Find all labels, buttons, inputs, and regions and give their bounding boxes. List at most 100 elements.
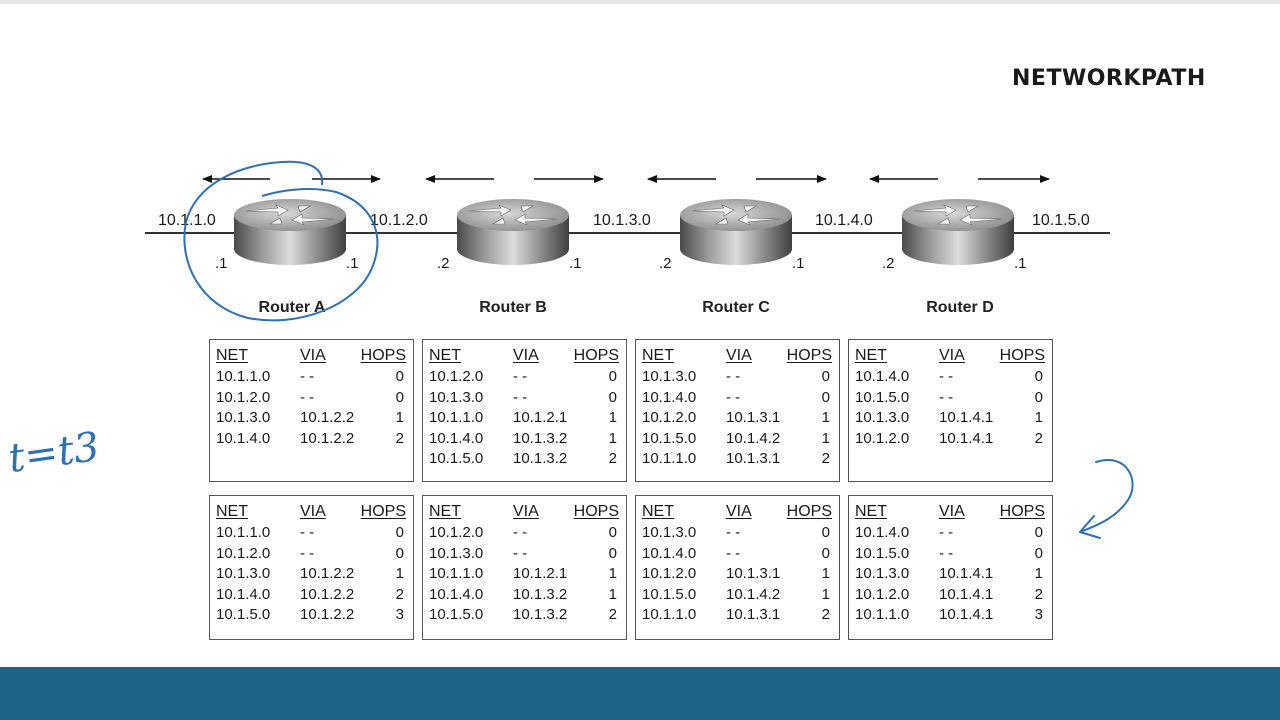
cell-hops: 0 [608,544,617,562]
table-row: 10.1.1.0- -0 [210,367,413,387]
cell-hops: 1 [1034,409,1043,426]
cell-net: 10.1.1.0 [642,450,697,467]
header-net: NET [855,503,887,520]
cell-hops: 1 [821,565,830,582]
table-row: 10.1.3.0- -0 [423,544,626,564]
cell-net: 10.1.2.0 [642,565,697,582]
cell-via: - - [513,388,528,406]
cell-via: 10.1.4.1 [939,565,994,582]
cell-net: 10.1.3.0 [855,409,910,426]
cell-net: 10.1.2.0 [429,524,484,541]
port-label: .1 [1014,255,1027,272]
router-c-icon [680,199,792,265]
cell-via: - - [300,368,315,385]
table-row: 10.1.3.0- -0 [636,523,839,543]
cell-hops: 0 [395,524,404,541]
cell-via: - - [513,544,528,562]
cell-net: 10.1.3.0 [216,409,271,426]
header-net: NET [855,347,887,364]
header-net: NET [216,347,248,364]
cell-net: 10.1.4.0 [216,429,271,447]
cell-via: 10.1.4.2 [726,429,781,447]
cell-via: 10.1.4.1 [939,409,994,426]
router-name: Router C [702,299,770,316]
table-row: 10.1.4.0- -0 [636,544,839,564]
cell-via: 10.1.3.1 [726,565,781,582]
cell-hops: 2 [1034,429,1043,447]
cell-via: 10.1.4.1 [939,429,994,447]
cell-net: 10.1.4.0 [855,368,910,385]
cell-net: 10.1.2.0 [429,368,484,385]
port-label: .1 [346,255,359,272]
cell-via: - - [513,368,528,385]
cell-hops: 2 [1034,585,1043,603]
cell-net: 10.1.1.0 [429,409,484,426]
cell-hops: 2 [821,606,830,623]
cell-net: 10.1.5.0 [216,606,271,623]
handwritten-arrow-icon [1079,459,1134,539]
network-label: 10.1.3.0 [593,212,651,229]
cell-hops: 1 [395,409,404,426]
cell-via: 10.1.2.2 [300,565,355,582]
cell-hops: 1 [608,429,617,447]
cell-net: 10.1.2.0 [216,388,271,406]
header-hops: HOPS [786,503,832,520]
cell-via: 10.1.3.2 [513,450,568,467]
header-via: VIA [300,347,326,364]
cell-hops: 2 [608,450,617,467]
cell-via: 10.1.3.1 [726,606,781,623]
router-d-icon [902,199,1014,265]
header-via: VIA [726,347,752,364]
cell-hops: 0 [1034,368,1043,385]
cell-hops: 1 [608,565,617,582]
cell-via: 10.1.2.2 [300,585,355,603]
cell-via: 10.1.4.1 [939,585,994,603]
cell-hops: 0 [395,388,404,406]
cell-via: 10.1.2.1 [513,409,568,426]
header-hops: HOPS [573,347,619,364]
cell-via: - - [939,368,954,385]
cell-net: 10.1.1.0 [855,606,910,623]
table-row: 10.1.2.0- -0 [210,544,413,564]
cell-hops: 0 [821,524,830,541]
cell-net: 10.1.5.0 [642,585,697,603]
cell-hops: 0 [1034,388,1043,406]
cell-via: 10.1.3.2 [513,585,568,603]
cell-via: - - [726,524,741,541]
header-net: NET [429,347,461,364]
cell-hops: 1 [608,585,617,603]
table-row: 10.1.4.0- -0 [849,523,1052,543]
header-net: NET [642,347,674,364]
table-row: 10.1.4.0- -0 [636,388,839,408]
cell-via: 10.1.3.2 [513,606,568,623]
header-hops: HOPS [786,347,832,364]
header-via: VIA [939,503,965,520]
cell-net: 10.1.1.0 [216,524,271,541]
footer-bar [0,667,1280,720]
router-b-icon [457,199,569,265]
network-label: 10.1.4.0 [815,212,873,229]
port-label: .2 [437,255,450,272]
cell-hops: 1 [395,565,404,582]
cell-via: - - [726,388,741,406]
cell-net: 10.1.4.0 [642,544,697,562]
